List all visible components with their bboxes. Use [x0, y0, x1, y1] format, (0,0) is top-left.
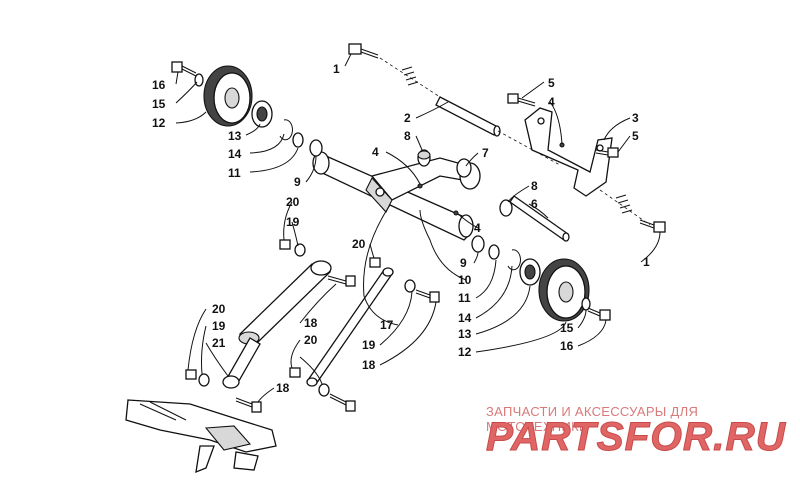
nut-20-top: [279, 239, 291, 250]
callout-2: 2: [404, 111, 411, 125]
spacer-19-bottom: [198, 373, 210, 387]
bearing-left: [251, 100, 273, 128]
mounting-bracket: [524, 107, 613, 197]
bolt-bracket-top: [507, 93, 536, 107]
callout-18-bottom: 18: [276, 381, 290, 395]
bolt-top: [348, 43, 379, 59]
callout-3: 3: [632, 111, 639, 125]
nut-20-low: [289, 367, 301, 378]
spacer-19-low: [318, 383, 330, 397]
callout-15-left: 15: [152, 97, 166, 111]
callout-19-mid: 19: [362, 338, 376, 352]
upper-shaft: [435, 96, 501, 137]
callout-10: 10: [458, 273, 472, 287]
callout-20-top: 20: [286, 195, 300, 209]
callout-1-bottom: 1: [643, 255, 650, 269]
watermark-logo: PARTSFOR.RU: [486, 418, 786, 456]
callout-16-right: 16: [560, 339, 574, 353]
callout-8-right: 8: [531, 179, 538, 193]
callout-7: 7: [482, 146, 489, 160]
callout-19-bottom: 19: [212, 319, 226, 333]
callout-6: 6: [531, 197, 538, 211]
callout-14-left: 14: [228, 147, 242, 161]
callout-5-top: 5: [548, 76, 555, 90]
callout-8-top: 8: [404, 129, 411, 143]
callout-12-right: 12: [458, 345, 472, 359]
callout-21: 21: [212, 336, 226, 350]
callout-11-right: 11: [458, 291, 471, 305]
lower-shaft: [509, 195, 570, 242]
callout-18-mid: 18: [362, 358, 376, 372]
callout-4-arm: 4: [372, 145, 379, 159]
callout-20-bottom: 20: [212, 302, 226, 316]
bolt-18-top: [327, 275, 356, 287]
callout-13-left: 13: [228, 129, 242, 143]
nut-20-mid: [369, 257, 381, 268]
callout-14-right: 14: [458, 311, 472, 325]
callout-20-low: 20: [304, 333, 318, 347]
callout-13-right: 13: [458, 327, 472, 341]
bushing-8-top: [417, 149, 431, 167]
callout-16-left: 16: [152, 78, 166, 92]
callout-4-bracket: 4: [548, 95, 555, 109]
callout-18-top: 18: [304, 316, 318, 330]
callout-12-left: 12: [152, 116, 166, 130]
washer-left: [194, 73, 204, 87]
callout-labels: 1 16 15 12 13 14 11 2 8 4 5 4 3 5 7 9 8 …: [152, 62, 650, 395]
svg-text:PARTSFOR.RU: PARTSFOR.RU: [486, 418, 786, 456]
shock-absorber: [222, 260, 332, 389]
bolt-18-bottom: [235, 397, 262, 413]
bolt-bracket-side: [595, 147, 619, 158]
bolt-18-mid: [415, 289, 440, 303]
spacer-left: [292, 132, 304, 148]
spacer-right: [488, 244, 500, 260]
callout-17: 17: [380, 318, 394, 332]
bolt-left-wheel: [171, 61, 197, 77]
callout-19-top: 19: [286, 215, 300, 229]
callout-9-right: 9: [460, 256, 467, 270]
frame-stub: [125, 399, 277, 474]
nut-20-bottom: [185, 369, 197, 380]
callout-11-left: 11: [228, 166, 241, 180]
rear-arm: [312, 151, 481, 241]
callout-5-side: 5: [632, 129, 639, 143]
idler-wheel-left: [203, 65, 253, 127]
callout-15-right: 15: [560, 321, 574, 335]
bushing-8-right: [499, 199, 513, 217]
bolt-bottom-right: [639, 219, 666, 233]
watermark-subtitle: ЗАПЧАСТИ И АКСЕССУАРЫ ДЛЯ МОТОТЕХНИКИ: [486, 404, 699, 434]
snap-ring-right: [507, 249, 521, 271]
leader-lines: [175, 53, 661, 403]
idler-wheel-right: [538, 258, 590, 322]
link-arm: [306, 267, 394, 387]
callout-1-top: 1: [333, 62, 340, 76]
bushing-9-left: [309, 139, 323, 157]
bearing-right: [519, 258, 541, 286]
bolt-18-low: [329, 393, 356, 412]
bushing-9-right: [471, 235, 485, 253]
snap-ring-left: [279, 119, 293, 141]
callout-9-left: 9: [294, 175, 301, 189]
callout-20-mid: 20: [352, 237, 366, 251]
spacer-19-mid: [404, 279, 416, 293]
bolt-right-wheel: [587, 307, 611, 321]
spacer-19-top: [294, 243, 306, 257]
callout-4-lower: 4: [474, 221, 481, 235]
